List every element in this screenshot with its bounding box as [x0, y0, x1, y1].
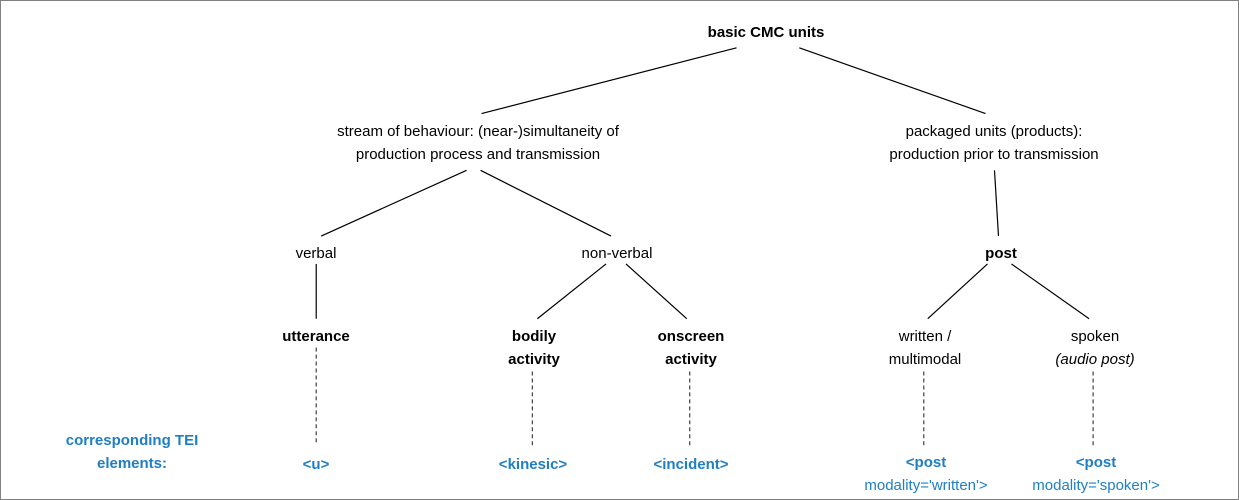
node-post: post	[985, 242, 1017, 265]
tei-element-post-written: <post modality='written'>	[864, 451, 987, 497]
node-written-line2: multimodal	[888, 351, 962, 368]
tei-element-post-spoken: <post modality='spoken'>	[1032, 451, 1159, 497]
node-written-line1: written /	[898, 328, 952, 345]
tei-post-spoken-line1: <post	[1075, 454, 1117, 471]
tei-caption-line2: elements:	[96, 455, 168, 472]
node-nonverbal: non-verbal	[582, 242, 653, 265]
edge-post-to-spoken	[1011, 263, 1090, 320]
node-verbal-label: verbal	[295, 245, 337, 262]
node-stream-line1: stream of behaviour: (near-)simultaneity…	[337, 123, 619, 140]
node-bodily-activity: bodily activity	[508, 325, 560, 371]
tei-u-label: <u>	[302, 456, 330, 473]
tei-post-written-line1: <post	[905, 454, 947, 471]
edge-root-to-stream	[481, 47, 737, 115]
node-basic-cmc-units: basic CMC units	[708, 21, 825, 44]
node-spoken-audio-post: spoken (audio post)	[1055, 325, 1134, 371]
edge-nonverbal-to-onscreen	[625, 263, 688, 320]
node-packaged-line2: production prior to transmission	[889, 146, 1099, 163]
node-basic-cmc-units-label: basic CMC units	[707, 24, 825, 41]
node-stream-line2: production process and transmission	[355, 146, 601, 163]
tei-element-u: <u>	[303, 453, 330, 476]
node-stream-of-behaviour: stream of behaviour: (near-)simultaneity…	[337, 120, 619, 166]
node-post-label: post	[985, 245, 1017, 262]
tei-element-incident: <incident>	[653, 453, 728, 476]
node-spoken-line1: spoken	[1070, 328, 1120, 345]
node-onscreen-line1: onscreen	[657, 328, 725, 345]
edge-root-to-packaged	[799, 47, 986, 115]
tei-element-kinesic: <kinesic>	[499, 453, 567, 476]
tei-incident-label: <incident>	[653, 456, 729, 473]
edge-post-to-written	[927, 263, 988, 320]
node-onscreen-activity: onscreen activity	[658, 325, 725, 371]
node-nonverbal-label: non-verbal	[581, 245, 653, 262]
node-packaged-line1: packaged units (products):	[905, 123, 1083, 140]
node-utterance-label: utterance	[282, 328, 350, 345]
node-spoken-line2: (audio post)	[1055, 351, 1135, 368]
edge-packaged-to-post	[993, 170, 1000, 237]
node-packaged-units: packaged units (products): production pr…	[889, 120, 1098, 166]
tei-post-spoken-line2: modality='spoken'>	[1032, 477, 1160, 494]
node-written-multimodal: written / multimodal	[889, 325, 962, 371]
node-utterance: utterance	[282, 325, 350, 348]
edge-nonverbal-to-bodily	[536, 263, 607, 320]
tei-caption-line1: corresponding TEI	[65, 432, 199, 449]
tei-caption: corresponding TEI elements:	[66, 429, 199, 475]
tei-post-written-line2: modality='written'>	[864, 477, 988, 494]
tei-kinesic-label: <kinesic>	[498, 456, 568, 473]
node-bodily-line1: bodily	[511, 328, 557, 345]
node-bodily-line2: activity	[508, 351, 560, 368]
edge-stream-to-verbal	[320, 169, 467, 237]
node-verbal: verbal	[296, 242, 337, 265]
node-onscreen-line2: activity	[665, 351, 717, 368]
edge-stream-to-nonverbal	[480, 169, 612, 237]
